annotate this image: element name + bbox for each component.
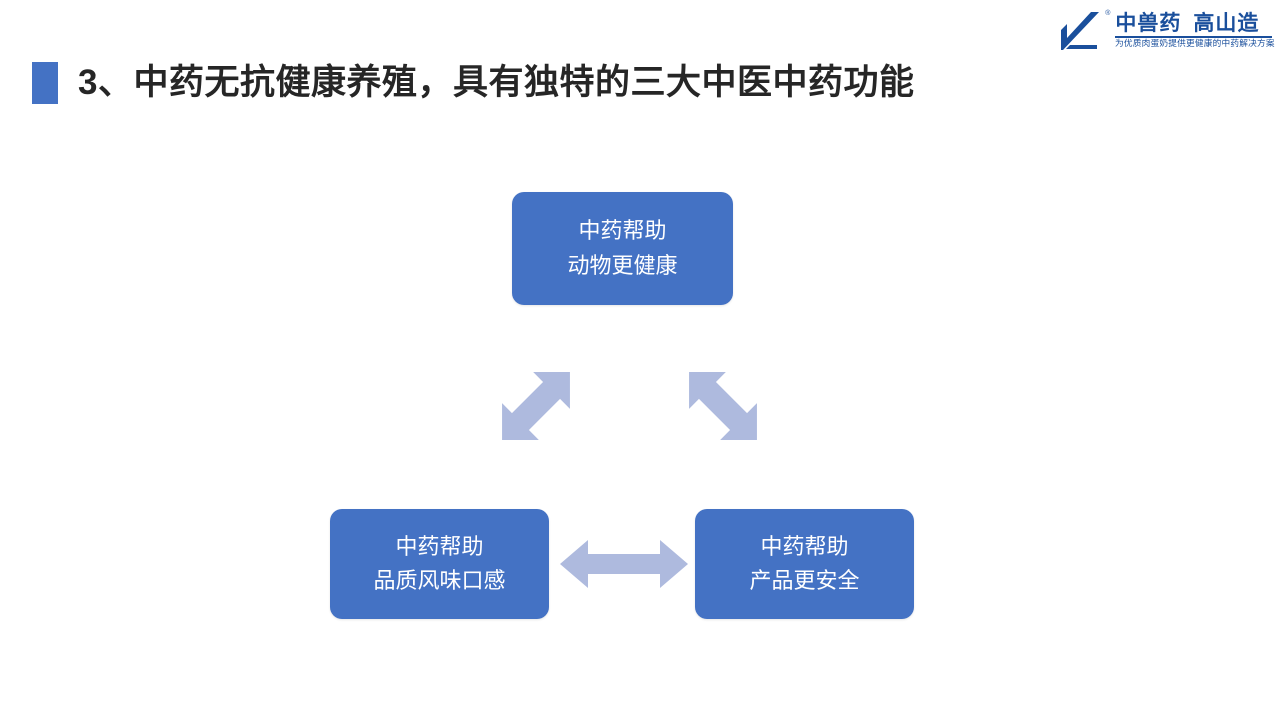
diagram-node-top-line1: 中药帮助 <box>578 218 667 244</box>
logo-text: 中兽药高山造 为优质肉蛋奶提供更健康的中药解决方案 <box>1115 13 1276 49</box>
double-arrow-left-diagonal-icon <box>502 372 570 440</box>
logo-brand-right: 高山造 <box>1193 12 1260 36</box>
logo-tagline: 为优质肉蛋奶提供更健康的中药解决方案 <box>1115 38 1276 49</box>
logo-brand-left: 中兽药 <box>1115 12 1182 36</box>
diagram-node-bottom-left-line1: 中药帮助 <box>395 533 484 559</box>
diagram-node-bottom-left-line2: 品质风味口感 <box>373 568 506 593</box>
page-title: 3、中药无抗健康养殖，具有独特的三大中医中药功能 <box>32 62 914 104</box>
title-bullet-square <box>32 62 58 104</box>
brand-logo: ® 中兽药高山造 为优质肉蛋奶提供更健康的中药解决方案 <box>1057 6 1276 56</box>
diagram-node-bottom-right-line1: 中药帮助 <box>760 533 849 559</box>
double-arrow-right-diagonal-icon <box>689 372 757 440</box>
logo-brand-text: 中兽药高山造 <box>1115 13 1272 35</box>
diagram-node-bottom-right-line2: 产品更安全 <box>749 568 860 593</box>
page-title-text: 3、中药无抗健康养殖，具有独特的三大中医中药功能 <box>78 62 915 102</box>
gaoshan-z-logo-icon: ® <box>1057 8 1111 54</box>
diagram-node-bottom-left[interactable]: 中药帮助 品质风味口感 <box>330 509 549 619</box>
diagram-node-top[interactable]: 中药帮助 动物更健康 <box>512 192 733 305</box>
double-arrow-horizontal-icon <box>560 540 688 588</box>
diagram-node-top-line2: 动物更健康 <box>567 252 678 278</box>
registered-trademark-icon: ® <box>1105 10 1111 17</box>
diagram-node-bottom-right[interactable]: 中药帮助 产品更安全 <box>695 509 914 619</box>
logo-divider <box>1115 36 1272 39</box>
